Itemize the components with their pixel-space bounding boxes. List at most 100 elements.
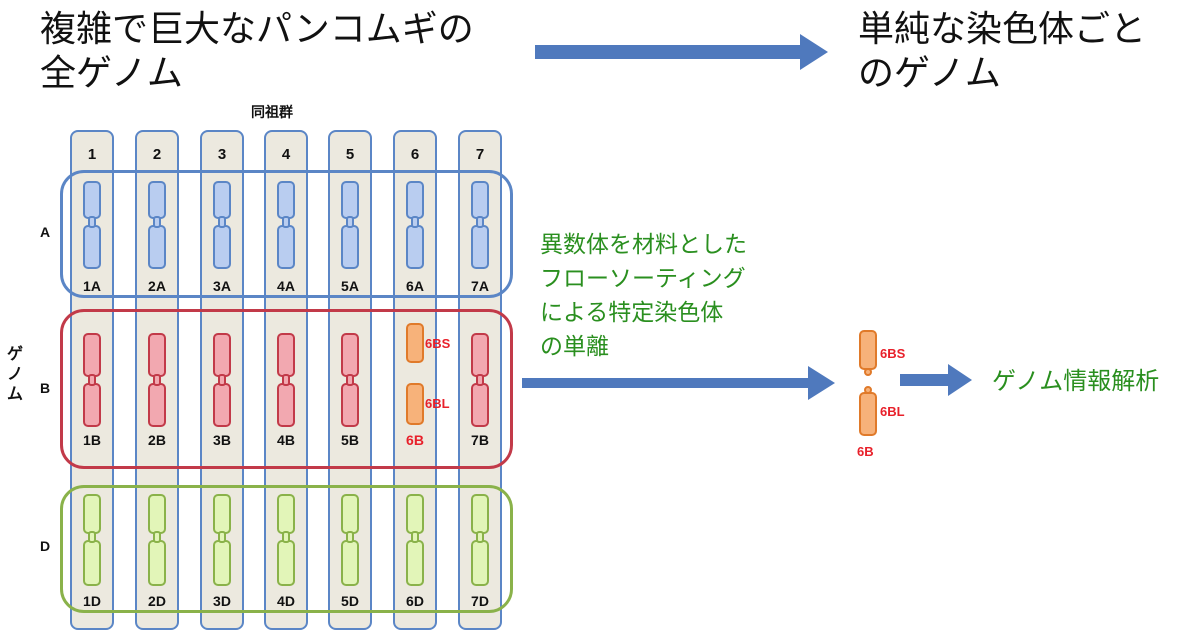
title-left-line2: 全ゲノム	[40, 53, 183, 94]
chromosome-4B-long-arm	[277, 383, 295, 427]
chromosome-2A-centromere	[153, 216, 161, 228]
column-number-7: 7	[475, 146, 485, 163]
chromosome-3A-short-arm	[213, 181, 231, 219]
chr-label-5B: 5B	[341, 432, 359, 448]
chromosome-5D-long-arm	[341, 540, 359, 586]
chromosome-6D-long-arm	[406, 540, 424, 586]
genome-b-group	[60, 309, 513, 469]
result-text: ゲノム情報解析	[992, 367, 1160, 395]
chromosome-7B-centromere	[476, 374, 484, 386]
chromosome-3D-short-arm	[213, 494, 231, 534]
chromosome-2D-long-arm	[148, 540, 166, 586]
chromosome-4A-short-arm	[277, 181, 295, 219]
chromosome-5B-centromere	[346, 374, 354, 386]
genome-d-group	[60, 485, 513, 613]
chromosome-4D-centromere	[282, 531, 290, 543]
chromosome-3D-long-arm	[213, 540, 231, 586]
isolated-6BL-arm	[859, 392, 877, 436]
chromosome-4A-centromere	[282, 216, 290, 228]
chr-label-2D: 2D	[148, 593, 166, 609]
chromosome-2B-long-arm	[148, 383, 166, 427]
chromosome-7D-centromere	[476, 531, 484, 543]
genome-vertical-label: ゲ ノ ム	[6, 345, 24, 405]
chromosome-4D-short-arm	[277, 494, 295, 534]
chromosome-7B-long-arm	[471, 383, 489, 427]
chromosome-7B-short-arm	[471, 333, 489, 377]
grid-6BL-label: 6BL	[425, 396, 450, 411]
chromosome-5D-centromere	[346, 531, 354, 543]
method-text-line1: 異数体を材料とした	[540, 232, 747, 258]
genome-vertical-char-3: ム	[6, 386, 23, 403]
chromosome-3D-centromere	[218, 531, 226, 543]
chromosome-1A-short-arm	[83, 181, 101, 219]
chromosome-3A-long-arm	[213, 225, 231, 269]
method-text-line4: の単離	[540, 334, 609, 360]
chromosome-1B-long-arm	[83, 383, 101, 427]
chromosome-1D-centromere	[88, 531, 96, 543]
chromosome-5D-short-arm	[341, 494, 359, 534]
chr-label-3D: 3D	[213, 593, 231, 609]
column-number-1: 1	[87, 146, 97, 163]
chr-label-4D: 4D	[277, 593, 295, 609]
column-number-5: 5	[345, 146, 355, 163]
isolated-6BS-centromere	[864, 368, 872, 376]
middle-arrow	[522, 366, 835, 400]
column-number-6: 6	[410, 146, 420, 163]
chromosome-3A-centromere	[218, 216, 226, 228]
chromosome-6A-long-arm	[406, 225, 424, 269]
chr-label-3A: 3A	[213, 278, 231, 294]
isolated-6BS-label: 6BS	[880, 346, 906, 361]
chromosome-2B-short-arm	[148, 333, 166, 377]
chromosome-3B-short-arm	[213, 333, 231, 377]
title-right-line1: 単純な染色体ごと	[858, 9, 1147, 50]
chromosome-6D-short-arm	[406, 494, 424, 534]
column-number-2: 2	[152, 146, 162, 163]
chromosome-6B-short-arm	[406, 323, 424, 363]
chromosome-6A-short-arm	[406, 181, 424, 219]
chromosome-4D-long-arm	[277, 540, 295, 586]
chr-label-2B: 2B	[148, 432, 166, 448]
chr-label-3B: 3B	[213, 432, 231, 448]
chromosome-6D-centromere	[411, 531, 419, 543]
genome-d-label: D	[40, 538, 51, 554]
chromosome-6A-centromere	[411, 216, 419, 228]
chromosome-7A-long-arm	[471, 225, 489, 269]
method-text-line3: による特定染色体	[540, 300, 724, 326]
isolated-6B-label: 6B	[857, 444, 874, 459]
chromosome-7D-short-arm	[471, 494, 489, 534]
genome-b-label: B	[40, 380, 51, 396]
grid-6BS-label: 6BS	[425, 336, 451, 351]
chromosome-1A-centromere	[88, 216, 96, 228]
chromosome-4B-centromere	[282, 374, 290, 386]
title-left-line1: 複雑で巨大なパンコムギの	[40, 9, 474, 50]
isolated-6BL-label: 6BL	[880, 404, 905, 419]
chr-label-7A: 7A	[471, 278, 489, 294]
chr-label-5A: 5A	[341, 278, 359, 294]
chromosome-2D-centromere	[153, 531, 161, 543]
genome-a-group	[60, 170, 513, 298]
title-right-line2: のゲノム	[858, 53, 1001, 94]
chromosome-3B-long-arm	[213, 383, 231, 427]
column-number-3: 3	[217, 146, 227, 163]
chromosome-1B-short-arm	[83, 333, 101, 377]
homoeologous-group-label: 同祖群	[251, 104, 293, 120]
chr-label-6D: 6D	[406, 593, 424, 609]
method-text-line2: フローソーティング	[540, 266, 746, 292]
chr-label-2A: 2A	[148, 278, 166, 294]
genome-vertical-char-2: ノ	[6, 366, 23, 383]
chr-label-7B: 7B	[471, 432, 489, 448]
chromosome-1B-centromere	[88, 374, 96, 386]
chromosome-2A-short-arm	[148, 181, 166, 219]
chromosome-4A-long-arm	[277, 225, 295, 269]
chr-label-4A: 4A	[277, 278, 295, 294]
chromosome-1D-short-arm	[83, 494, 101, 534]
chr-label-1A: 1A	[83, 278, 101, 294]
chromosome-2B-centromere	[153, 374, 161, 386]
chromosome-5B-long-arm	[341, 383, 359, 427]
chromosome-5B-short-arm	[341, 333, 359, 377]
chr-label-1B: 1B	[83, 432, 101, 448]
chr-label-7D: 7D	[471, 593, 489, 609]
column-number-4: 4	[281, 146, 291, 163]
chromosome-5A-long-arm	[341, 225, 359, 269]
